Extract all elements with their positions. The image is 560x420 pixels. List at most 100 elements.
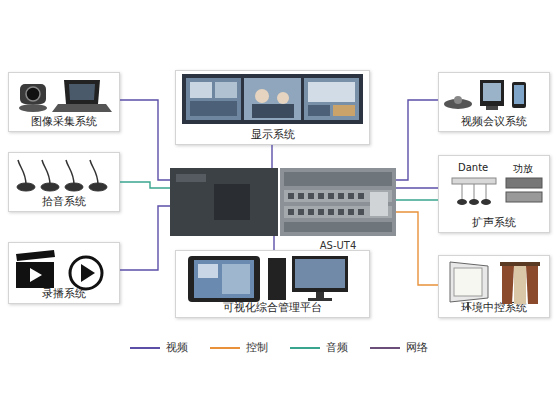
laptop-icon-part	[69, 84, 95, 100]
microphone-icons-part	[90, 160, 98, 185]
dante-switch-part	[452, 178, 496, 184]
pc-icon	[268, 256, 348, 301]
as-ut4-device-part	[284, 190, 392, 202]
tablet-icon-part	[188, 256, 260, 302]
as-ut4-device-part	[318, 209, 324, 215]
signal-line	[273, 236, 274, 250]
device-label: Dante	[458, 162, 488, 173]
dante-switch	[452, 178, 496, 205]
dante-switch-part	[474, 184, 475, 200]
tablet-icon	[188, 256, 260, 302]
system-label: 扩声系统	[472, 216, 516, 229]
dante-switch-part	[469, 199, 479, 205]
microphone-icons	[17, 160, 107, 191]
conference-devices-part	[486, 106, 498, 110]
clapper-icon	[16, 250, 55, 288]
tablet-icon-part	[222, 264, 250, 294]
display-wall-part	[182, 74, 363, 124]
device-label: 功放	[513, 162, 533, 176]
as-ut4-device-part	[284, 222, 392, 232]
amplifier-icon-part	[506, 192, 542, 202]
pc-icon-part	[316, 292, 324, 298]
as-ut4-device-part	[348, 209, 354, 215]
as-ut4-device-part	[358, 209, 364, 215]
system-label: 视频会议系统	[461, 115, 527, 128]
dante-switch-part	[481, 199, 491, 205]
signal-line	[120, 100, 170, 180]
signal-line	[396, 100, 438, 180]
microphone-icons-part	[41, 183, 59, 191]
dante-switch-part	[462, 184, 463, 200]
system-box: 显示系统	[175, 70, 370, 145]
signal-line	[396, 199, 438, 200]
as-ut4-device-part	[328, 209, 334, 215]
curtain-icon-part	[526, 266, 538, 304]
clapper-icon-part	[16, 250, 55, 261]
device-box: AS-UT4	[170, 168, 396, 236]
camera-icon-part	[20, 84, 46, 104]
system-box: 录播系统	[8, 242, 120, 304]
signal-line	[396, 187, 438, 188]
signal-line	[120, 206, 170, 270]
microphone-icons-part	[18, 160, 26, 185]
curtain-icon-part	[502, 266, 514, 304]
curtain-icon	[500, 262, 540, 304]
legend-swatch	[130, 347, 160, 349]
clapper-icon-part	[30, 268, 42, 282]
system-box: 可视化综合管理平台	[175, 250, 370, 318]
system-label: 可视化综合管理平台	[223, 301, 322, 314]
as-ut4-device-part	[328, 193, 334, 199]
camera-icon-part	[19, 104, 47, 112]
legend-item: 网络	[370, 340, 428, 355]
conference-devices-part	[512, 82, 526, 108]
lamp-icon-part	[450, 262, 488, 302]
display-wall-part	[244, 78, 301, 120]
display-wall	[182, 74, 363, 124]
legend-text: 网络	[406, 340, 428, 355]
legend-item: 音频	[290, 340, 348, 355]
legend-text: 音频	[326, 340, 348, 355]
pc-icon-part	[268, 258, 286, 300]
amplifier-icon	[506, 178, 542, 202]
as-ut4-device-part	[308, 209, 314, 215]
conference-devices	[444, 80, 526, 110]
laptop-icon	[52, 80, 112, 112]
curtain-icon-part	[500, 262, 540, 266]
as-ut4-device-part	[298, 209, 304, 215]
as-ut4-device-part	[288, 193, 294, 199]
as-ut4-device-part	[284, 172, 392, 186]
legend-swatch	[210, 347, 240, 349]
display-wall-part	[304, 78, 359, 120]
as-ut4-device-part	[284, 206, 392, 218]
display-wall-part	[255, 89, 269, 103]
signal-line	[271, 145, 272, 168]
as-ut4-device-part	[280, 168, 396, 236]
play-icon	[70, 257, 102, 289]
pc-icon-part	[308, 298, 332, 301]
display-wall-part	[252, 104, 294, 118]
play-icon-part	[70, 257, 102, 289]
conference-devices-part	[483, 83, 501, 101]
as-ut4-device	[170, 168, 396, 236]
system-box: 扩声系统	[438, 155, 550, 233]
conference-devices-part	[480, 80, 504, 106]
display-wall-part	[215, 82, 237, 98]
display-wall-part	[186, 78, 241, 120]
microphone-icons-part	[66, 160, 74, 185]
lamp-icon-part	[454, 268, 482, 296]
conference-devices-part	[444, 99, 472, 109]
legend-item: 控制	[210, 340, 268, 355]
display-wall-part	[333, 105, 355, 116]
legend-text: 视频	[166, 340, 188, 355]
system-box: 环境中控系统	[438, 255, 550, 318]
system-label: 图像采集系统	[31, 115, 97, 128]
system-label: 录播系统	[42, 287, 86, 300]
as-ut4-device-part	[288, 193, 364, 215]
as-ut4-device-part	[318, 193, 324, 199]
system-label: 显示系统	[251, 128, 295, 141]
lamp-icon	[450, 262, 488, 310]
display-wall-part	[308, 82, 355, 102]
